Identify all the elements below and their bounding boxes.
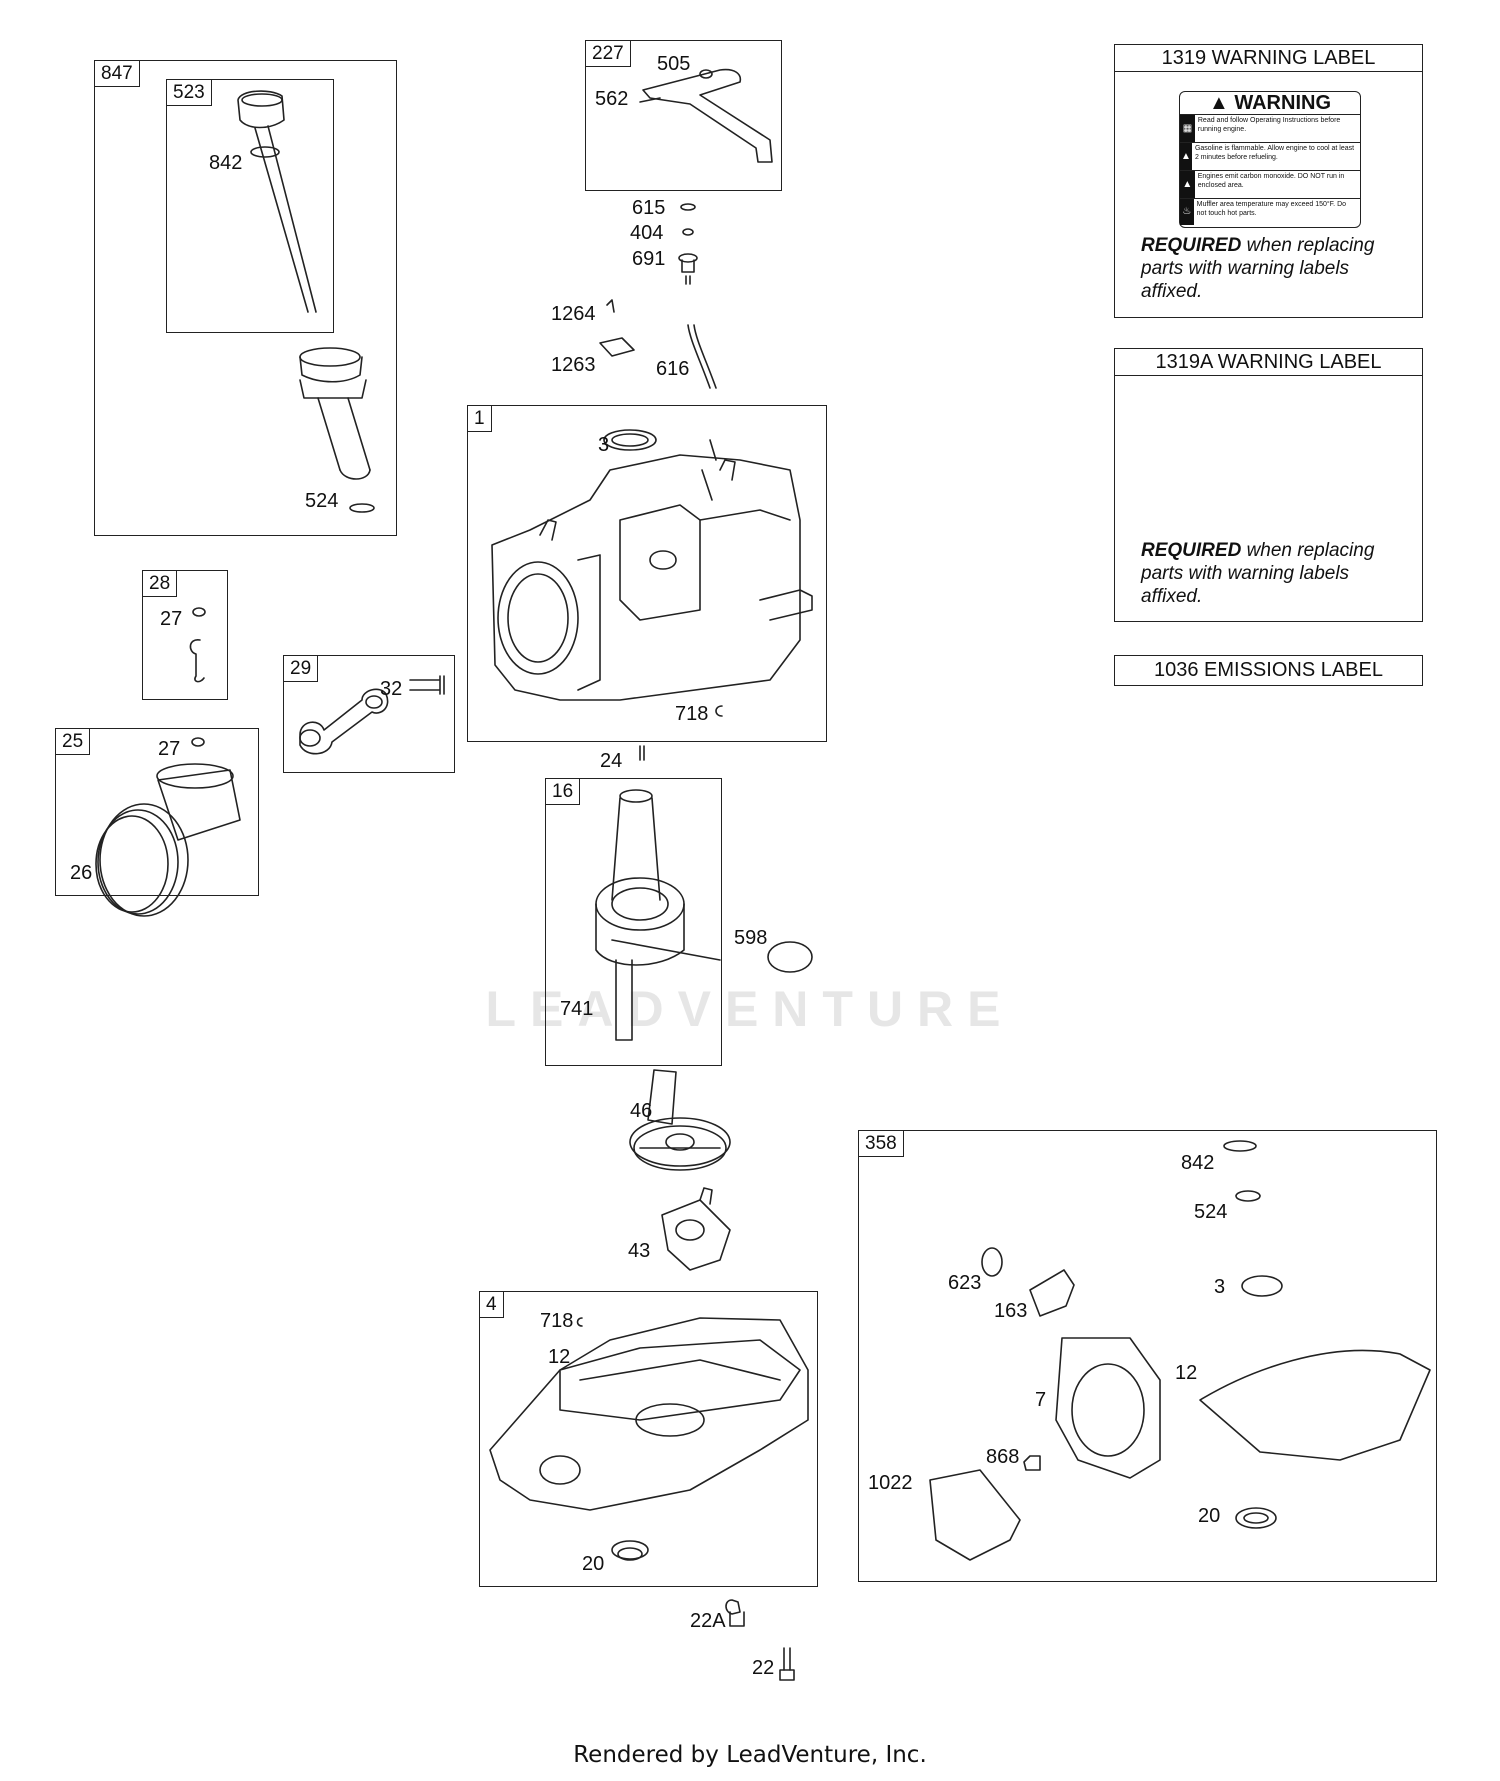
callout-718: 718 <box>675 703 709 725</box>
required-note: REQUIRED when replacing parts with warni… <box>1141 234 1411 303</box>
callout-623: 623 <box>948 1272 982 1294</box>
oil-seal-598-part <box>767 941 813 973</box>
required-bold: REQUIRED <box>1141 540 1242 561</box>
dipstick-part <box>237 90 317 313</box>
required-text: when replacing parts with warning labels… <box>1141 540 1375 607</box>
warning-row: Engines emit carbon monoxide. DO NOT run… <box>1197 173 1345 189</box>
warning-row: Muffler area temperature may exceed 150°… <box>1196 201 1347 217</box>
warning-row: Read and follow Operating Instructions b… <box>1197 117 1341 133</box>
callout-562: 562 <box>595 88 629 110</box>
kit-number: 4 <box>479 1291 504 1318</box>
callout-20: 20 <box>582 1553 605 1575</box>
small-hardware-stack <box>599 203 717 389</box>
panel-title: 1319 WARNING LABEL <box>1115 45 1422 72</box>
kit-box-16: 16 <box>545 778 722 1066</box>
kit-number: 1 <box>467 405 492 432</box>
kit-number: 358 <box>858 1130 904 1157</box>
watermark: LEADVENTURE <box>485 981 1015 1037</box>
kit-number: 29 <box>283 655 319 682</box>
kit-number: 16 <box>545 778 581 805</box>
callout-842: 842 <box>209 152 243 174</box>
callout-43: 43 <box>628 1240 651 1262</box>
emissions-label-panel: 1036 EMISSIONS LABEL <box>1114 655 1423 686</box>
callout-1263: 1263 <box>551 354 596 376</box>
callout-32: 32 <box>380 678 403 700</box>
kit-box-1: 1 <box>467 405 827 742</box>
drain-plug-part <box>725 1599 795 1681</box>
kit-box-523: 523 <box>166 79 334 333</box>
governor-lever-part <box>639 68 773 163</box>
callout-24: 24 <box>600 750 623 772</box>
required-text: when replacing parts with warning labels… <box>1141 235 1375 302</box>
kit-number: 28 <box>142 570 178 597</box>
callout-7: 7 <box>1035 1389 1047 1411</box>
kit-box-28: 28 <box>142 570 228 700</box>
callout-505: 505 <box>657 53 691 75</box>
callout-598: 598 <box>734 927 768 949</box>
camshaft-part <box>629 1069 731 1171</box>
required-note: REQUIRED when replacing parts with warni… <box>1141 539 1411 608</box>
governor-assembly-part <box>661 1187 731 1271</box>
cylinder-block-part <box>491 429 813 717</box>
render-credit: Rendered by LeadVenture, Inc. <box>573 1742 927 1768</box>
callout-163: 163 <box>994 1300 1028 1322</box>
kit-box-358: 358 <box>858 1130 1437 1582</box>
panel-title: 1036 EMISSIONS LABEL <box>1153 659 1383 681</box>
fumes-icon: ▲ <box>1180 171 1195 198</box>
crankcase-cover-part <box>489 1317 809 1561</box>
callout-404: 404 <box>630 222 664 244</box>
required-bold: REQUIRED <box>1141 235 1242 256</box>
gasket-set-part <box>929 1140 1431 1561</box>
warning-label-1319-panel: 1319 WARNING LABEL ▲ WARNING ▦ Read and … <box>1114 44 1423 318</box>
piston-part <box>95 737 241 917</box>
callout-1022: 1022 <box>868 1472 913 1494</box>
callout-615: 615 <box>632 197 666 219</box>
kit-box-29: 29 <box>283 655 455 773</box>
kit-box-25: 25 <box>55 728 259 896</box>
kit-number: 227 <box>585 40 631 67</box>
callout-741: 741 <box>560 998 594 1020</box>
callout-20: 20 <box>1198 1505 1221 1527</box>
kit-number: 25 <box>55 728 91 755</box>
manual-icon: ▦ <box>1180 115 1195 142</box>
fire-icon: ▲ <box>1180 143 1192 170</box>
callout-842: 842 <box>1181 1152 1215 1174</box>
callout-26: 26 <box>70 862 93 884</box>
warning-row: Gasoline is flammable. Allow engine to c… <box>1194 145 1355 161</box>
callout-868: 868 <box>986 1446 1020 1468</box>
dipstick-tube-part <box>299 347 375 513</box>
callout-12: 12 <box>1175 1362 1198 1384</box>
callout-3: 3 <box>598 434 610 456</box>
callout-22: 22 <box>752 1657 775 1679</box>
connecting-rod-part <box>299 675 445 755</box>
callout-718: 718 <box>540 1310 574 1332</box>
callout-27: 27 <box>158 738 181 760</box>
callout-1264: 1264 <box>551 303 596 325</box>
callout-12: 12 <box>548 1346 571 1368</box>
callout-691: 691 <box>632 248 666 270</box>
piston-pin-part <box>189 607 206 683</box>
kit-box-4: 4 <box>479 1291 818 1587</box>
kit-number: 847 <box>94 60 140 87</box>
warning-label-1319A-panel: 1319A WARNING LABEL REQUIRED when replac… <box>1114 348 1423 622</box>
callout-22A: 22A <box>690 1610 726 1632</box>
callout-524: 524 <box>1194 1201 1228 1223</box>
warning-triangle-icon: ▲ <box>1208 92 1229 114</box>
hot-surface-icon: ♨ <box>1180 199 1194 225</box>
sticker-heading: WARNING <box>1234 92 1332 114</box>
kit-box-227: 227 <box>585 40 782 191</box>
callout-3: 3 <box>1214 1276 1226 1298</box>
callout-616: 616 <box>656 358 690 380</box>
callout-46: 46 <box>630 1100 653 1122</box>
warning-sticker: ▲ WARNING ▦ Read and follow Operating In… <box>1179 91 1361 228</box>
kit-box-847: 847 <box>94 60 397 536</box>
callout-27: 27 <box>160 608 183 630</box>
panel-title: 1319A WARNING LABEL <box>1115 349 1422 376</box>
crankshaft-part <box>595 745 721 1041</box>
kit-number: 523 <box>166 79 212 106</box>
callout-524: 524 <box>305 490 339 512</box>
